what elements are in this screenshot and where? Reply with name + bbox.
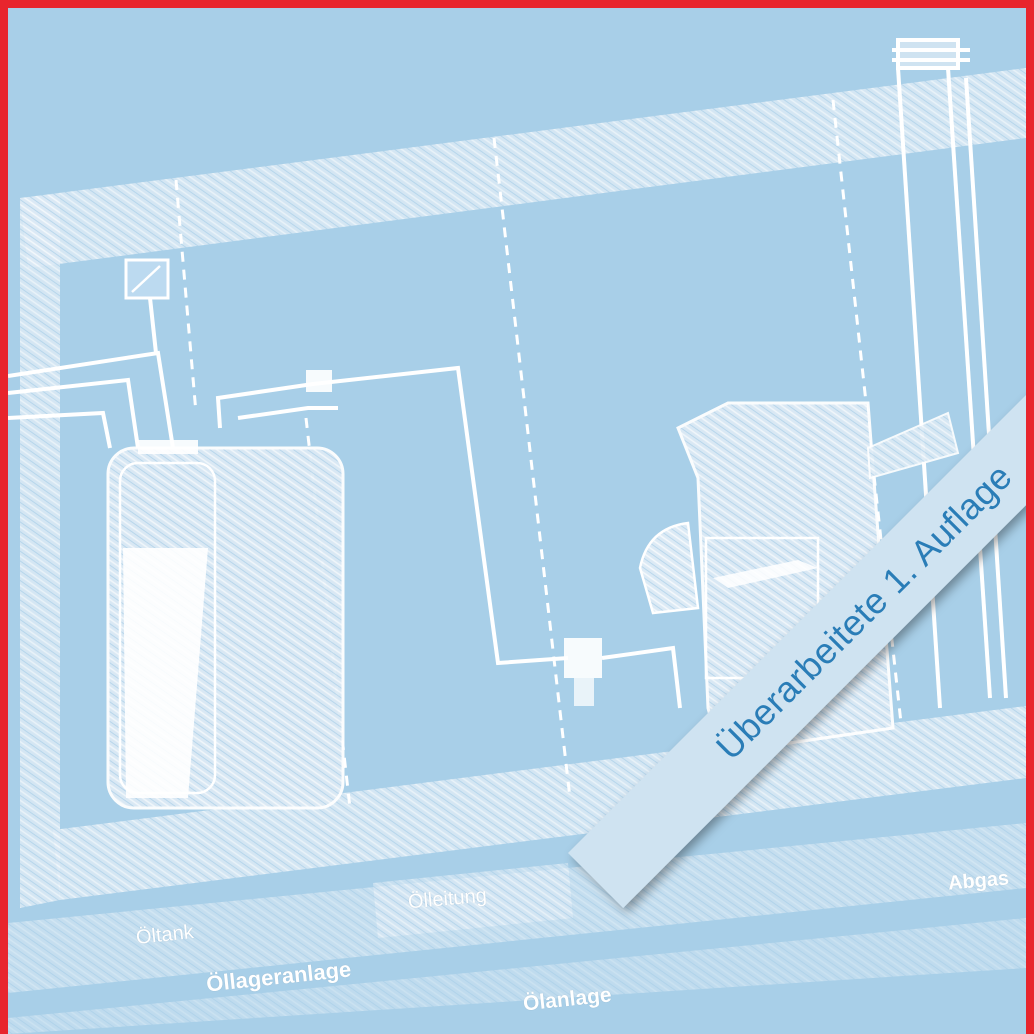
left-wall	[20, 194, 60, 908]
label-box-oelleitung	[373, 863, 573, 938]
oil-tank	[106, 440, 345, 810]
tank-pipes	[8, 258, 569, 666]
heating-system-diagram	[8, 38, 1026, 1034]
ceiling-slab	[20, 68, 1026, 268]
cover-illustration: Öltank Ölleitung Abgas Öllageranlage Öla…	[8, 8, 1026, 1034]
floor-slab	[53, 706, 1026, 900]
oil-filter	[564, 638, 682, 709]
valve-top	[306, 370, 332, 392]
chimney	[892, 38, 1008, 709]
label-band-2	[8, 918, 1026, 1034]
